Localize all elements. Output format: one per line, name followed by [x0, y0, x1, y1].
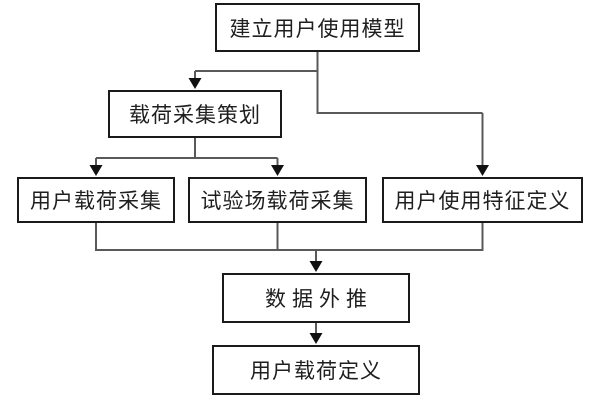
- node-build-user-usage-model: 建立用户使用模型: [215, 3, 420, 52]
- node-user-load-definition-label: 用户载荷定义: [250, 359, 382, 383]
- arrowhead-to-usage-definition: [476, 165, 489, 176]
- node-user-usage-feature-definition-label: 用户使用特征定义: [394, 189, 571, 213]
- node-user-usage-feature-definition: 用户使用特征定义: [382, 177, 583, 223]
- node-data-extrapolation-label: 数据外推: [265, 287, 373, 311]
- node-user-load-collection-label: 用户载荷采集: [30, 189, 162, 213]
- arrowhead-to-user-load-collection: [89, 165, 103, 176]
- node-load-collection-planning: 载荷采集策划: [108, 90, 282, 138]
- node-test-field-load-collection-label: 试验场载荷采集: [200, 189, 355, 213]
- node-load-collection-planning-label: 载荷采集策划: [129, 103, 261, 127]
- node-user-load-definition: 用户载荷定义: [212, 345, 420, 395]
- arrowhead-to-user-load-definition: [309, 333, 323, 344]
- node-build-user-usage-model-label: 建立用户使用模型: [229, 16, 406, 41]
- node-test-field-load-collection: 试验场载荷采集: [188, 177, 367, 223]
- arrowhead-to-test-field-collection: [271, 165, 284, 176]
- node-data-extrapolation: 数据外推: [222, 273, 410, 323]
- node-user-load-collection: 用户载荷采集: [17, 177, 175, 223]
- arrowhead-to-planning: [188, 78, 202, 89]
- arrowhead-to-data-extrapolation: [309, 261, 323, 272]
